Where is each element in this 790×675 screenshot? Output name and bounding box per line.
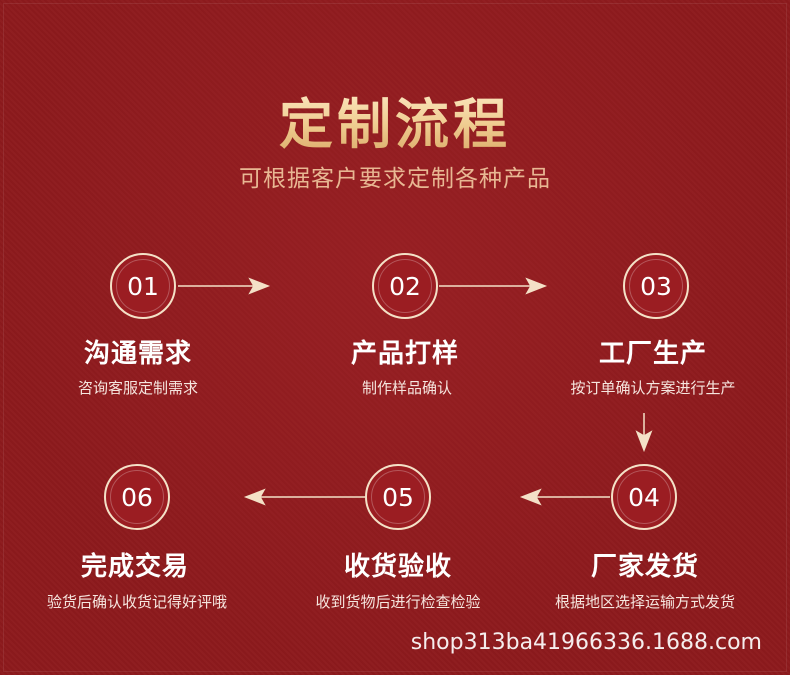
arrow-down-icon xyxy=(635,430,653,453)
step-05-desc: 收到货物后进行检查检验 xyxy=(315,593,481,611)
step-01-number: 01 xyxy=(110,253,176,319)
arrow-left-icon xyxy=(243,488,266,506)
step-01-desc: 咨询客服定制需求 xyxy=(77,379,198,397)
step-01-title: 沟通需求 xyxy=(83,339,192,369)
step-04-title: 厂家发货 xyxy=(590,552,699,582)
step-03-title: 工厂生产 xyxy=(598,339,707,369)
arrow-right-icon xyxy=(248,277,271,295)
page-title: 定制流程 xyxy=(0,80,790,159)
step-05-number: 05 xyxy=(365,464,431,530)
step-06-number: 06 xyxy=(104,464,170,530)
step-05-title: 收货验收 xyxy=(343,552,452,582)
arrow-left-icon xyxy=(519,488,542,506)
step-06-desc: 验货后确认收货记得好评哦 xyxy=(46,593,227,611)
step-06-title: 完成交易 xyxy=(80,552,189,582)
step-04-desc: 根据地区选择运输方式发货 xyxy=(554,593,735,611)
step-03-number: 03 xyxy=(623,253,689,319)
arrow-right-icon xyxy=(525,277,548,295)
page-subtitle: 可根据客户要求定制各种产品 xyxy=(239,166,551,192)
step-02-desc: 制作样品确认 xyxy=(361,379,452,397)
step-04-number: 04 xyxy=(611,464,677,530)
step-02-number: 02 xyxy=(372,253,438,319)
step-03-desc: 按订单确认方案进行生产 xyxy=(570,379,736,397)
step-02-title: 产品打样 xyxy=(350,339,459,369)
shop-watermark: shop313ba41966336.1688.com xyxy=(410,630,762,655)
page-frame xyxy=(3,3,787,672)
